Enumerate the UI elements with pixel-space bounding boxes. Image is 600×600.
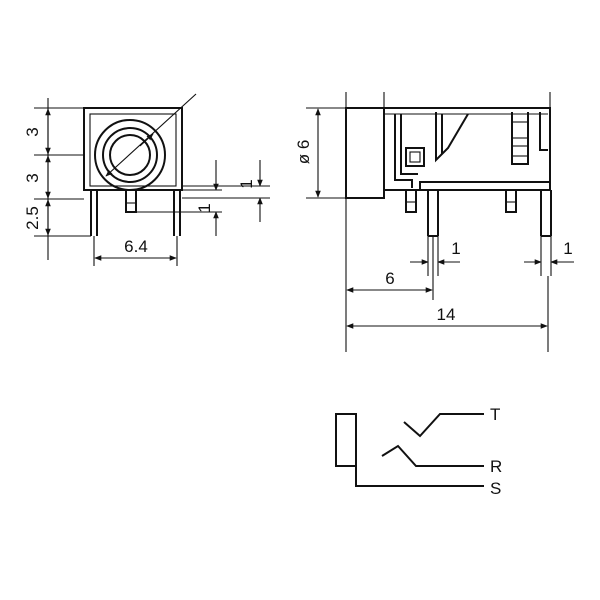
- front-dim-pin-inner: 1: [195, 203, 214, 212]
- schematic-label-sleeve: S: [490, 479, 501, 498]
- front-dim-pin-outer: 1: [237, 179, 256, 188]
- schematic-sleeve-block: [335, 413, 357, 467]
- side-contact-window: [405, 147, 425, 167]
- side-dim-pin2: 1: [563, 239, 572, 258]
- front-dim-height-mid: 3: [23, 173, 42, 182]
- socket-hole: [109, 134, 151, 176]
- side-dim-pin1: 1: [451, 239, 460, 258]
- front-center-pin: [125, 189, 137, 213]
- schematic-ring-contact: [381, 444, 484, 467]
- socket-mid-ring: [102, 127, 158, 183]
- side-peg-right: [505, 189, 517, 213]
- front-dim-height-pin: 2.5: [23, 206, 42, 230]
- side-dim-pitch: 6: [385, 269, 394, 288]
- side-dim-diameter: ø 6: [294, 140, 313, 165]
- schematic-tip-contact: [403, 413, 484, 438]
- front-dim-height-top: 3: [23, 127, 42, 136]
- front-dim-width: 6.4: [124, 237, 148, 256]
- side-pin-1: [427, 190, 439, 237]
- front-body-inner: [89, 113, 177, 187]
- side-peg-left: [405, 189, 417, 213]
- schematic-label-ring: R: [490, 457, 502, 476]
- front-view: 3 3 2.5 6.4 1 1: [23, 93, 270, 266]
- side-pin-2: [540, 190, 552, 237]
- socket-diameter-arrow: [139, 133, 154, 147]
- side-body: [383, 107, 551, 191]
- side-bushing: [345, 107, 385, 199]
- schematic: T R S: [335, 405, 502, 498]
- side-view: ø 6 1 1 6 14: [294, 92, 574, 352]
- side-dim-length: 14: [437, 305, 456, 324]
- schematic-sleeve-line: [355, 466, 484, 487]
- schematic-label-tip: T: [490, 405, 500, 424]
- socket-outer-ring: [94, 119, 166, 191]
